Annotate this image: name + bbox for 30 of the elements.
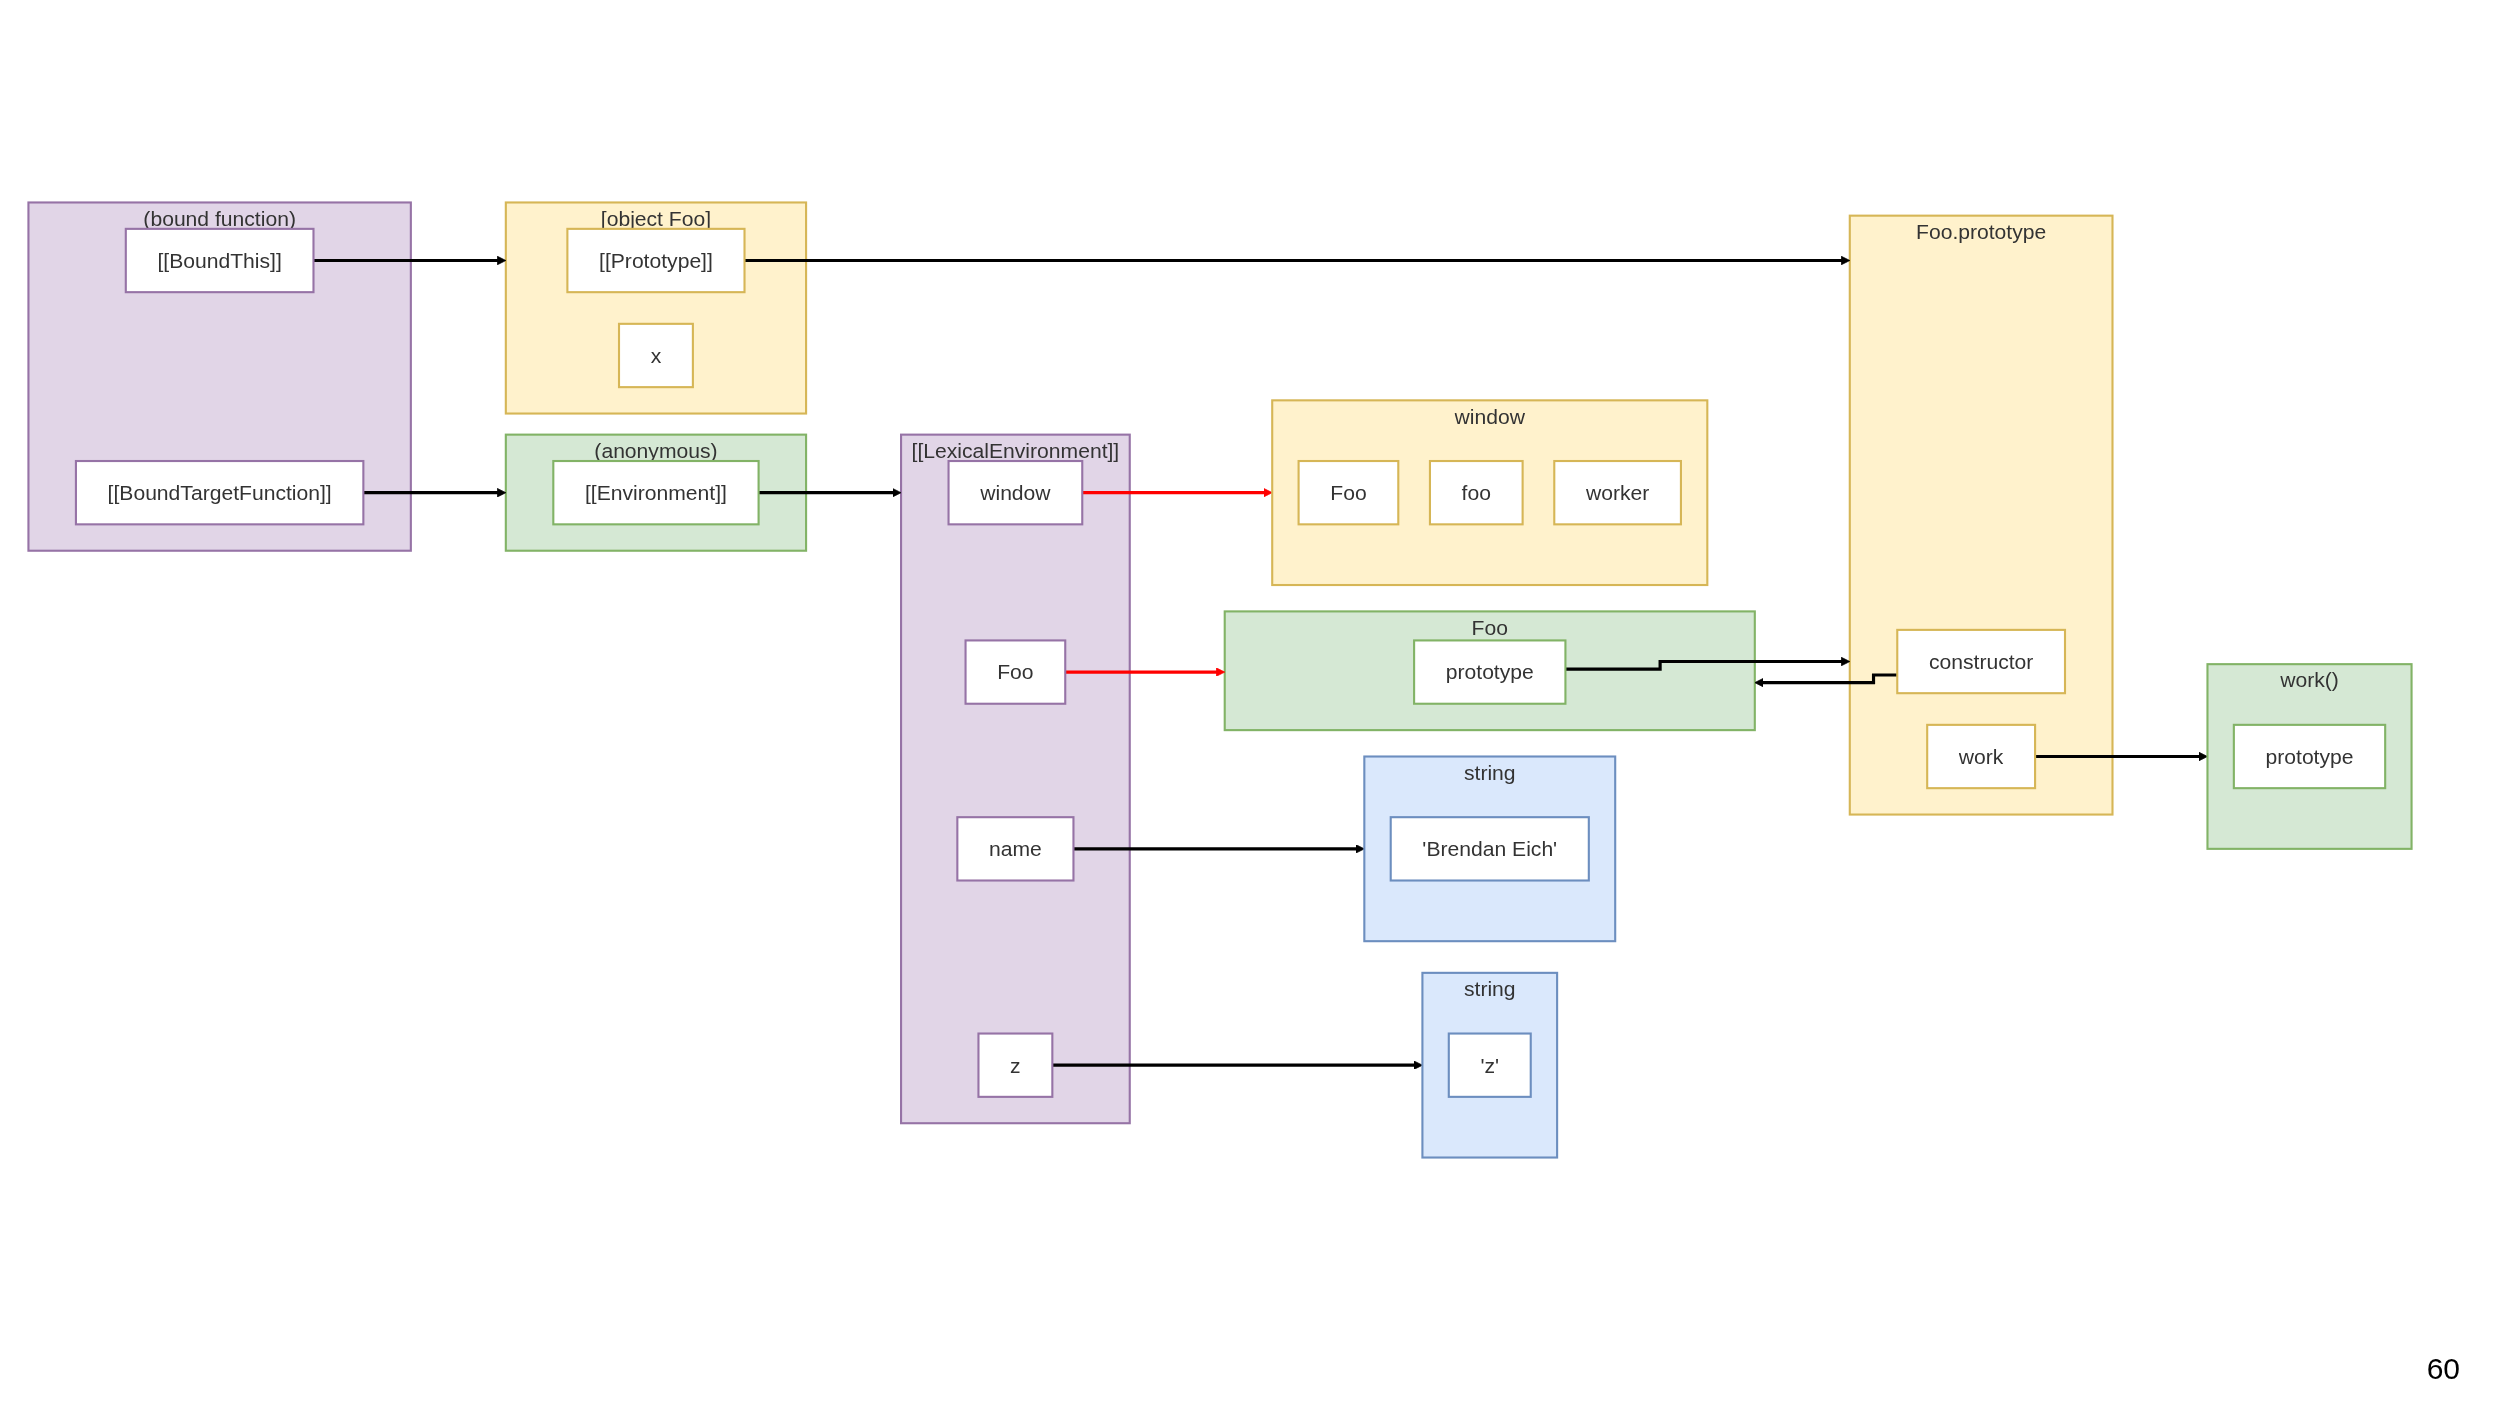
arrow [1565, 656, 1851, 671]
node-box: [[Environment]] [552, 459, 760, 526]
node-box: 'z' [1447, 1032, 1532, 1098]
node-box: prototype [2232, 723, 2387, 790]
node-box: name [956, 816, 1075, 882]
arrow [2035, 751, 2208, 762]
node-box: window [947, 459, 1084, 526]
arrow [758, 488, 902, 498]
node-box: constructor [1896, 628, 2067, 695]
arrow [363, 488, 507, 498]
node-box: [[BoundThis]] [124, 227, 315, 294]
arrow [1082, 488, 1273, 498]
node-box: Foo [1297, 459, 1400, 526]
node-box: Foo [964, 639, 1067, 705]
node-box: worker [1553, 459, 1682, 526]
arrow [1065, 667, 1226, 677]
arrow [1073, 844, 1365, 854]
node-box: foo [1428, 459, 1524, 526]
node-box: 'Brendan Eich' [1389, 816, 1590, 882]
node-box: prototype [1413, 639, 1567, 705]
node-box: [[BoundTargetFunction]] [74, 459, 365, 526]
node-box: x [617, 322, 694, 389]
arrow [313, 255, 507, 266]
page-number: 60 [2426, 1352, 2460, 1385]
arrow [744, 255, 1851, 266]
arrow [1052, 1060, 1423, 1070]
node-box: z [977, 1032, 1054, 1098]
arrow [1754, 673, 1898, 688]
node-box: [[Prototype]] [566, 227, 746, 294]
node-box: work [1926, 723, 2037, 790]
